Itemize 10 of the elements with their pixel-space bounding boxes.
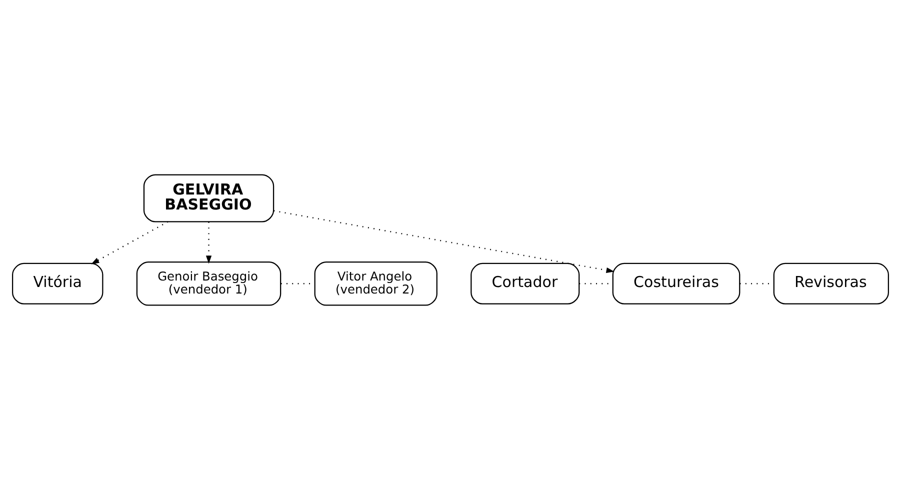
node-box: Vitor Angelo (vendedor 2) — [314, 261, 438, 306]
arrow — [91, 220, 168, 264]
node-box: Revisoras — [773, 262, 889, 304]
arrow — [274, 210, 614, 273]
node-box: GELVIRA BASEGGIO — [143, 174, 274, 222]
node-box: Cortador — [470, 262, 580, 304]
arrow — [206, 222, 212, 264]
node-box: Vitória — [12, 262, 104, 304]
node-box: Costureiras — [612, 262, 740, 304]
node-box: Genoir Baseggio (vendedor 1) — [136, 261, 282, 306]
